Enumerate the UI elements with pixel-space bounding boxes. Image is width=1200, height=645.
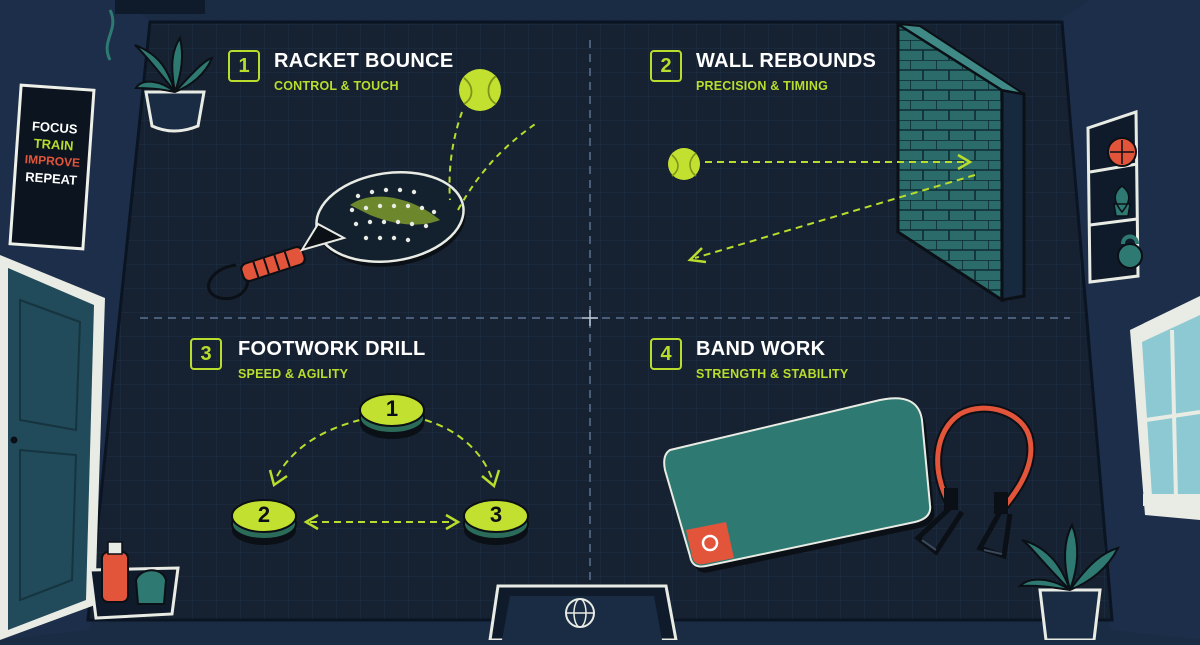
water-bottle-icon — [88, 541, 180, 620]
drill-subtitle: SPEED & AGILITY — [238, 367, 349, 381]
poster-line: REPEAT — [24, 169, 78, 188]
drill-title: WALL REBOUNDS — [696, 50, 877, 72]
tennis-ball-icon — [459, 69, 501, 111]
drill-number-badge: 2 — [650, 50, 682, 82]
potted-plant-icon — [1017, 522, 1120, 642]
motivational-poster: FOCUS TRAIN IMPROVE REPEAT — [8, 83, 96, 251]
potted-plant-icon — [105, 0, 214, 133]
door-icon — [0, 255, 105, 640]
cone-label: 3 — [489, 502, 503, 527]
drill-title: BAND WORK — [696, 338, 826, 360]
drill-subtitle: STRENGTH & STABILITY — [696, 367, 849, 381]
exercise-mat-icon — [663, 397, 935, 573]
agility-cone-icon — [359, 393, 425, 439]
agility-cone-icon — [231, 499, 297, 545]
resistance-band-icon — [914, 403, 1036, 560]
drill-subtitle: PRECISION & TIMING — [696, 79, 829, 93]
cone-label: 2 — [257, 502, 271, 527]
drill-number-badge: 4 — [650, 338, 682, 370]
drill-number-badge: 3 — [190, 338, 222, 370]
shelf-icon — [1086, 109, 1143, 284]
window-icon — [1130, 296, 1200, 520]
drill-title: RACKET BOUNCE — [274, 50, 454, 72]
drill-subtitle: CONTROL & TOUCH — [274, 79, 399, 93]
padel-racket-icon — [207, 170, 466, 301]
tennis-ball-icon — [668, 148, 700, 180]
globe-icon — [488, 584, 678, 642]
cone-label: 1 — [385, 396, 399, 421]
agility-cone-icon — [463, 499, 529, 545]
drill-title: FOOTWORK DRILL — [238, 338, 426, 360]
drill-number-badge: 1 — [228, 50, 260, 82]
